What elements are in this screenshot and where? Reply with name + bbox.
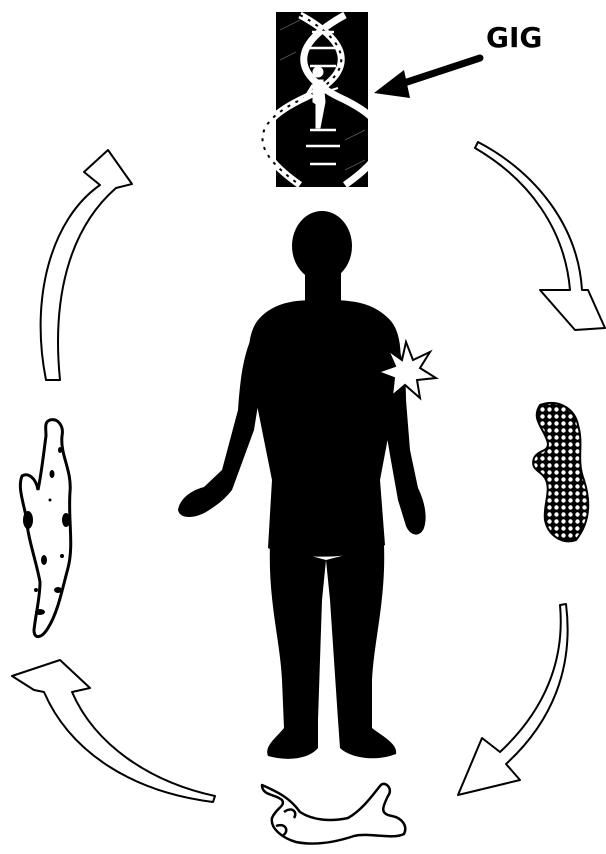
human-silhouette-icon — [178, 211, 426, 759]
cycle-arrow-bottom-left-icon — [12, 660, 215, 802]
gig-label: GIG — [486, 21, 542, 54]
dna-helix-icon — [263, 12, 383, 187]
dotted-tissue-segment-icon — [533, 403, 588, 541]
spotted-branched-fiber-icon — [20, 420, 70, 637]
branched-cell-icon — [262, 784, 405, 844]
cycle-arrow-top-left-icon — [41, 150, 132, 380]
cycle-arrow-top-right-icon — [475, 142, 605, 330]
cycle-arrow-bottom-right-icon — [458, 604, 568, 795]
pointer-arrow-icon — [374, 58, 480, 98]
